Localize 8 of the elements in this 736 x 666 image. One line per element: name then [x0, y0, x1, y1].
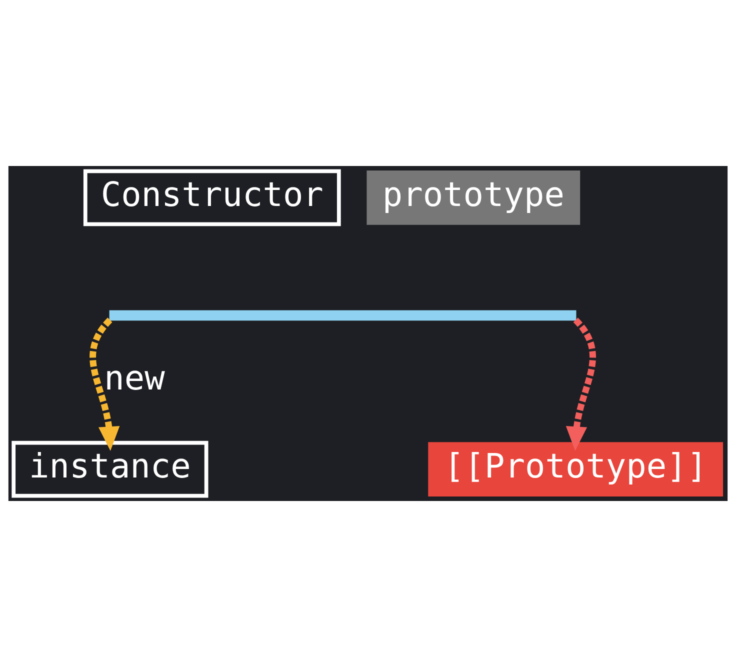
node-bar	[109, 310, 576, 320]
node-box: instance	[12, 440, 208, 498]
node-box: prototype	[366, 170, 580, 224]
edge-label: new	[104, 358, 165, 398]
arrow	[566, 317, 596, 450]
arrow	[90, 317, 120, 450]
node-box: Constructor	[83, 168, 341, 226]
node-box: [[Prototype]]	[428, 442, 724, 496]
